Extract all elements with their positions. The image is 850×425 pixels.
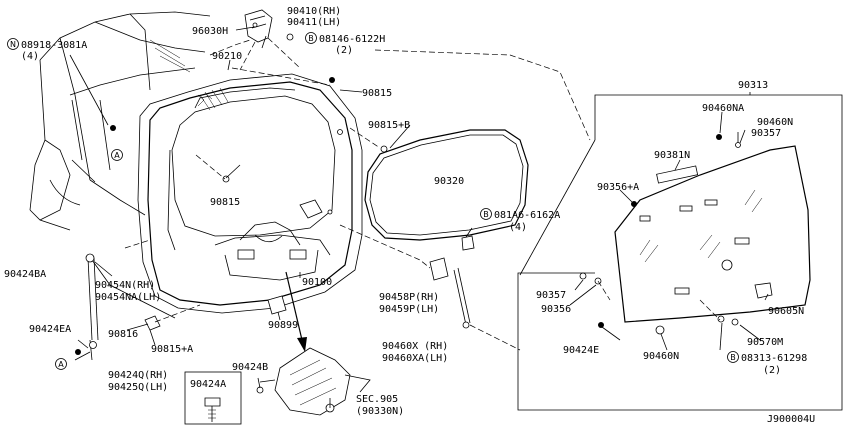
symbol-b-circle-bottom: B [727,351,739,363]
gas-strut-left [85,253,176,361]
diagram-id: J900004U [767,414,815,425]
label-90899: 90899 [268,320,298,331]
label-90460n-bottom: 90460N [643,351,679,362]
hinge-assembly [239,9,301,71]
label-081a6: 081A6-6162A [494,210,560,221]
svg-text:B: B [730,353,736,362]
label-08146-qty: (2) [335,45,353,56]
symbol-b-circle-top: B [305,32,317,44]
label-90454n: 90454N(RH) [95,280,155,291]
symbol-b-circle-mid: B [480,208,492,220]
label-90356a: 90356+A [597,182,639,193]
label-08313: 08313-61298 [741,353,807,364]
label-90410: 90410(RH) [287,6,341,17]
label-90424ea: 90424EA [29,324,71,335]
label-96030h: 96030H [192,26,228,37]
weatherstrip-90210 [137,73,363,314]
svg-text:A: A [114,151,120,160]
label-90454na: 90454NA(LH) [95,292,161,303]
label-sec905: SEC.905 [356,394,398,405]
label-90411: 90411(LH) [287,17,341,28]
label-90459p: 90459P(LH) [379,304,439,315]
label-90425q: 90425Q(LH) [108,382,168,393]
svg-text:B: B [308,34,314,43]
label-90458p: 90458P(RH) [379,292,439,303]
label-90815-mid: 90815 [210,197,240,208]
label-08146: 08146-6122H [319,34,385,45]
label-90424ba: 90424BA [4,269,46,280]
label-90381n: 90381N [654,150,690,161]
label-90320: 90320 [434,176,464,187]
label-90815b: 90815+B [368,120,410,131]
callout-labels: 90410(RH) 90411(LH) 96030H 08146-6122H (… [4,6,815,425]
label-90356-mid: 90356 [541,304,571,315]
rear-glass [579,134,811,335]
svg-text:A: A [58,360,64,369]
label-90460na: 90460NA [702,103,744,114]
label-08918-qty: (4) [21,51,39,62]
label-90210: 90210 [212,51,242,62]
label-90424e: 90424E [563,345,599,356]
label-08918: 08918-3081A [21,40,87,51]
svg-text:B: B [483,210,489,219]
label-90424a: 90424A [190,379,226,390]
label-90460xa: 90460XA(LH) [382,353,448,364]
svg-text:N: N [10,40,16,49]
label-90815-top: 90815 [362,88,392,99]
label-90424b: 90424B [232,362,268,373]
direction-arrow [285,271,307,352]
label-90357-top: 90357 [751,128,781,139]
leader-lines [69,26,769,408]
label-sec905-ref: (90330N) [356,406,404,417]
vehicle-body [29,11,211,231]
label-90100: 90100 [302,277,332,288]
label-90357-mid: 90357 [536,290,566,301]
label-90313: 90313 [738,80,768,91]
label-90460x: 90460X (RH) [382,341,448,352]
label-081a6-qty: (4) [509,222,527,233]
label-08313-qty: (2) [763,365,781,376]
back-door-panel [147,81,353,306]
label-90815a: 90815+A [151,344,193,355]
label-90424q: 90424Q(RH) [108,370,168,381]
symbol-n-circle: N [7,38,19,50]
symbol-a-circle-upper: A [111,149,123,161]
gas-strut-right [429,235,475,329]
label-90570m: 90570M [747,337,783,348]
small-parts [75,77,371,416]
label-90460n-top: 90460N [757,117,793,128]
rear-glass-box [517,92,843,411]
bolt-box [184,371,242,425]
window-seal-90320 [364,129,529,241]
symbol-a-circle-lower: A [55,358,67,370]
label-90816: 90816 [108,329,138,340]
label-90605n: 90605N [768,306,804,317]
